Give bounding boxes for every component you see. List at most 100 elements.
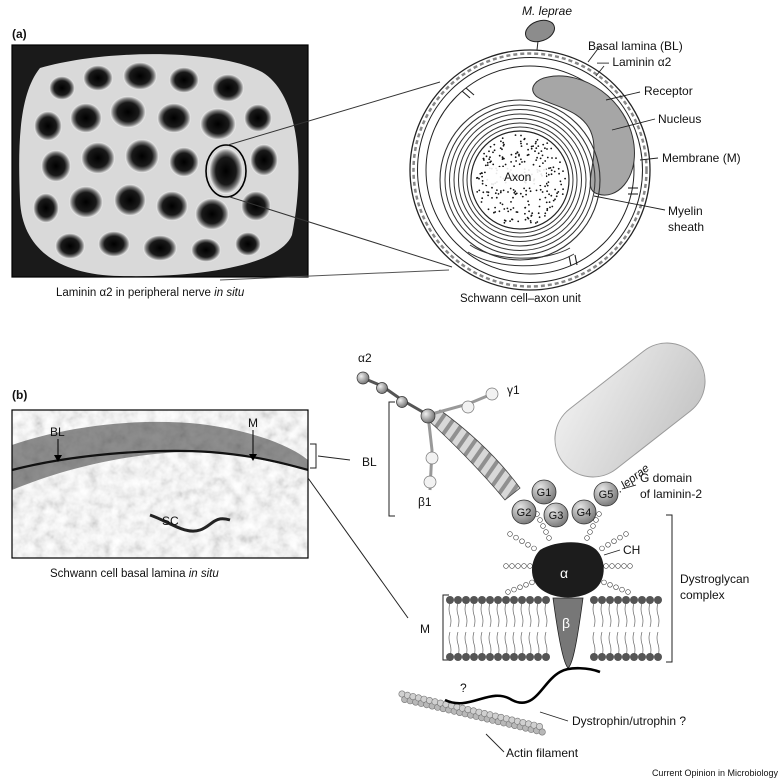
lipid-tail	[608, 631, 612, 657]
lipid-head	[486, 653, 494, 661]
lipid-tail	[624, 631, 628, 657]
carbohydrate-bead	[587, 529, 593, 535]
axon-dot	[498, 154, 501, 157]
axon-dot	[536, 138, 539, 141]
lipid-tail	[624, 602, 628, 628]
axon-dot	[535, 159, 538, 162]
panel-a-label: (a)	[12, 27, 27, 41]
axon-dot	[557, 191, 560, 193]
axon-dot	[546, 156, 549, 159]
actin-bead	[538, 728, 546, 736]
lipid-head	[542, 653, 550, 661]
carbohydrate-bead	[615, 563, 621, 569]
nerve-fibre-11	[41, 150, 71, 182]
dystrophin-label: Dystrophin/utrophin ?	[572, 714, 686, 728]
axon-dot	[512, 207, 515, 209]
alpha-label: α	[560, 565, 568, 581]
nerve-fibre-5	[34, 111, 62, 141]
lipid-tail	[496, 631, 500, 657]
axon-dot	[509, 220, 511, 223]
axon-dot	[495, 196, 498, 199]
axon-dot	[550, 173, 553, 176]
axon-dot	[519, 140, 522, 143]
lipid-tail	[520, 631, 524, 657]
lipid-head	[510, 653, 518, 661]
lipid-head	[622, 596, 630, 604]
axon-dot	[531, 212, 534, 215]
carbohydrate-bead	[605, 542, 611, 548]
axon-dot	[492, 151, 494, 154]
nerve-fibre-13	[125, 139, 159, 173]
axon-dot	[530, 221, 532, 224]
carbohydrate-bead	[519, 538, 525, 544]
lipid-head	[638, 596, 646, 604]
nerve-fibre-15	[250, 144, 278, 176]
axon-dot	[516, 211, 519, 214]
g-domain-label: G4	[577, 507, 592, 519]
nerve-fibre-22	[55, 233, 85, 259]
micrograph-b-caption: Schwann cell basal lamina in situ	[50, 568, 219, 580]
lipid-head	[542, 596, 550, 604]
axon-dot	[503, 208, 506, 210]
lipid-head	[590, 596, 598, 604]
axon-dot	[532, 163, 535, 166]
axon-dot	[538, 205, 541, 208]
carbohydrate-bead	[611, 538, 617, 544]
lipid-head	[654, 653, 662, 661]
axon-dot	[514, 190, 517, 193]
nerve-fibre-17	[69, 186, 103, 218]
axon-dot	[519, 192, 522, 195]
carbohydrate-bead	[529, 579, 535, 586]
axon-dot	[523, 187, 525, 190]
axon-dot	[530, 215, 533, 217]
axon-dot	[530, 147, 533, 150]
lipid-head	[502, 653, 510, 661]
carbohydrate-bead	[584, 535, 590, 541]
lipid-head	[606, 596, 614, 604]
axon-dot	[548, 167, 550, 170]
axon-dot	[527, 148, 529, 151]
axon-dot	[518, 163, 521, 166]
nerve-fibre-24	[143, 235, 177, 261]
basal-lamina-micrograph: BL M SC	[11, 409, 309, 559]
carbohydrate-bead	[623, 531, 629, 537]
membrane-bilayer	[446, 596, 662, 661]
lipid-tail	[464, 602, 468, 628]
bracket-lines	[307, 401, 673, 663]
carbohydrate-bead	[523, 582, 529, 588]
lipid-head	[598, 596, 606, 604]
nerve-fibre-26	[235, 232, 261, 256]
g-domain-3	[543, 502, 569, 528]
axon-dot	[502, 144, 505, 147]
axon-dot	[481, 180, 484, 182]
lipid-head	[622, 653, 630, 661]
axon-dot	[525, 193, 527, 196]
axon-dot	[507, 191, 509, 193]
axon-dot	[510, 161, 512, 163]
carbohydrate-bead	[617, 534, 623, 541]
lipid-head	[526, 596, 534, 604]
nerve-fibre-21	[241, 191, 271, 221]
lipid-tail	[536, 631, 540, 657]
lipid-head	[454, 653, 462, 661]
lipid-tail	[528, 631, 532, 657]
lipid-head	[614, 596, 622, 604]
axon-dot	[535, 189, 538, 192]
axon-dot	[562, 170, 564, 173]
carbohydrate-bead	[596, 511, 602, 517]
lipid-tail	[592, 631, 596, 657]
axon-dot	[484, 164, 487, 167]
axon-dot	[480, 201, 483, 203]
axon-dot	[489, 156, 491, 159]
axon-dot	[558, 172, 560, 175]
axon-dot	[482, 157, 485, 160]
axon-dot	[556, 192, 558, 195]
alpha2-label: α2	[358, 351, 372, 365]
schematic-a-caption: Schwann cell–axon unit	[460, 293, 582, 305]
axon-dot	[518, 154, 520, 157]
axon-dot	[542, 162, 544, 165]
nerve-fibre-9	[200, 108, 236, 140]
axon-dot	[513, 191, 516, 194]
axon-dot	[539, 157, 542, 160]
axon-dot	[503, 221, 506, 224]
